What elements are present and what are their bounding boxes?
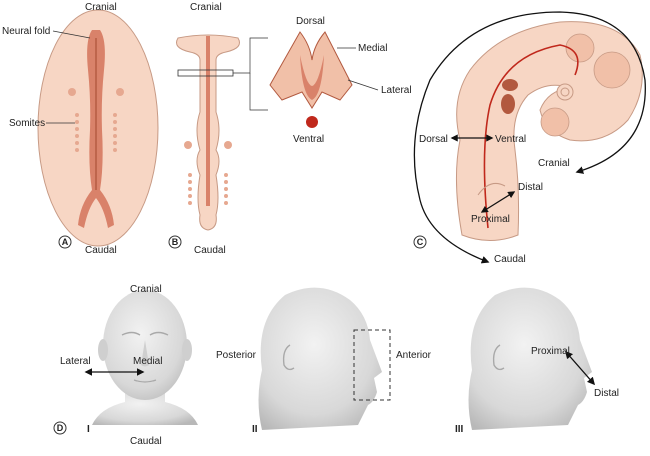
neural-plate-section: [300, 55, 324, 100]
panel-c: Dorsal Ventral Cranial Distal Proximal C…: [413, 11, 646, 265]
brain-vesicle-1: [565, 33, 595, 63]
label-neural-fold: Neural fold: [2, 26, 50, 37]
panel-b: Cranial Dorsal Medial Lateral Ventral Ca…: [168, 2, 412, 256]
badge-b: [168, 235, 182, 249]
badge-d: [53, 421, 67, 435]
badge-c: [413, 235, 427, 249]
ear-profile-2: [282, 344, 295, 371]
notochord: [306, 116, 318, 128]
brain-vesicle-2: [593, 51, 631, 89]
badge-a-text: A: [62, 237, 69, 247]
badge-c-text: C: [417, 237, 424, 247]
badge-a: [58, 235, 72, 249]
label-dorsal-c: Dorsal: [419, 134, 448, 145]
otic-dot-left: [68, 88, 76, 96]
nose-frontal: [141, 340, 149, 367]
label-sub-i: I: [87, 424, 90, 435]
label-lateral-b: Lateral: [381, 85, 412, 96]
label-proximal-d: Proximal: [531, 346, 570, 357]
label-medial-d: Medial: [133, 356, 162, 367]
ear-profile-3: [492, 344, 505, 371]
label-cranial-b: Cranial: [190, 2, 222, 13]
profile-2-shape: [258, 287, 382, 430]
label-ventral-b: Ventral: [293, 134, 324, 145]
head-profile-3: [468, 287, 592, 430]
label-caudal-b: Caudal: [194, 245, 226, 256]
otic-dot-right: [116, 88, 124, 96]
label-caudal-d: Caudal: [130, 436, 162, 447]
label-cranial-a: Cranial: [85, 2, 117, 13]
badge-d-text: D: [57, 423, 64, 433]
proximal-distal-arrow: [480, 191, 516, 213]
label-lateral-d: Lateral: [60, 356, 91, 367]
somite-b-right: [224, 141, 232, 149]
label-sub-iii: III: [455, 424, 464, 435]
head-profile-2: [258, 287, 391, 430]
label-caudal-c: Caudal: [494, 254, 526, 265]
panel-a: Cranial Neural fold Somites Caudal A: [2, 2, 159, 256]
heart-c-2: [501, 94, 515, 114]
leader-neural-fold: [52, 30, 91, 39]
label-dorsal-b: Dorsal: [296, 16, 325, 27]
brow-frontal: [121, 331, 169, 336]
neural-tube-b: [206, 36, 210, 206]
label-medial-b: Medial: [358, 43, 387, 54]
badge-b-text: B: [172, 237, 179, 247]
label-cranial-d: Cranial: [130, 284, 162, 295]
heart-c-1: [502, 79, 518, 91]
section-bracket-lower: [249, 73, 268, 111]
leader-lateral: [347, 79, 379, 91]
label-anterior: Anterior: [396, 350, 432, 361]
somites-b-right: [224, 173, 228, 205]
shoulders-frontal: [92, 390, 198, 425]
label-cranial-c: Cranial: [538, 158, 570, 169]
mouth-frontal: [133, 379, 157, 383]
eye-c: [556, 83, 574, 101]
outer-arc-c: [413, 11, 646, 264]
somites-b-left: [188, 173, 192, 205]
cross-section: [269, 31, 353, 109]
proximal-distal-arrow-d: [564, 350, 596, 386]
section-bracket: [233, 37, 268, 74]
label-distal-d: Distal: [594, 388, 619, 399]
anterior-box: [353, 329, 391, 401]
eye-c-inner: [560, 87, 570, 97]
panel-d: Cranial Lateral Medial Caudal D I Poster…: [53, 284, 619, 447]
somite-b-left: [184, 141, 192, 149]
label-sub-ii: II: [252, 424, 258, 435]
label-caudal-a: Caudal: [85, 245, 117, 256]
ear-right-frontal: [182, 339, 192, 361]
label-somites: Somites: [9, 118, 45, 129]
brain-vesicle-3: [540, 107, 570, 137]
ear-left-frontal: [98, 339, 108, 361]
label-distal-c: Distal: [518, 182, 543, 193]
somites-left: [75, 113, 79, 152]
somites-right: [113, 113, 117, 152]
profile-3-shape: [468, 287, 592, 430]
label-proximal-c: Proximal: [471, 214, 510, 225]
label-ventral-c: Ventral: [495, 134, 526, 145]
label-posterior: Posterior: [216, 350, 257, 361]
